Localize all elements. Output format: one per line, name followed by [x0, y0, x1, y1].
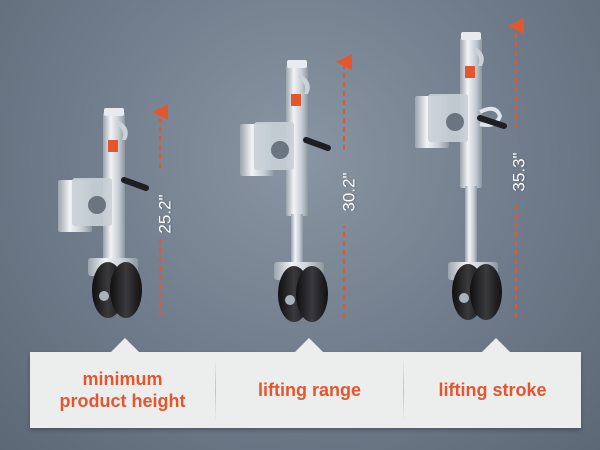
pointer-notch-3 — [482, 338, 510, 352]
caption-lifting-stroke: lifting stroke — [404, 352, 581, 428]
pointer-notch-2 — [295, 338, 323, 352]
measurement-label-2: 30.2" — [339, 172, 359, 212]
trailer-jack-medium — [240, 60, 331, 322]
caption-label: lifting stroke — [438, 380, 547, 400]
caption-panel: minimum product height lifting range lif… — [30, 338, 581, 428]
trailer-jack-tall — [415, 32, 507, 320]
caption-label: lifting range — [258, 380, 361, 400]
caption-divider — [215, 358, 216, 422]
caption-minimum-height: minimum product height — [30, 352, 215, 428]
trailer-jack-short — [58, 108, 149, 318]
caption-divider — [403, 358, 404, 422]
caption-label: minimum product height — [59, 369, 186, 411]
measurement-label-3: 35.3" — [509, 152, 529, 192]
measurement-label-1: 25.2" — [155, 194, 175, 234]
caption-lifting-range: lifting range — [216, 352, 403, 428]
pointer-notch-1 — [111, 338, 139, 352]
